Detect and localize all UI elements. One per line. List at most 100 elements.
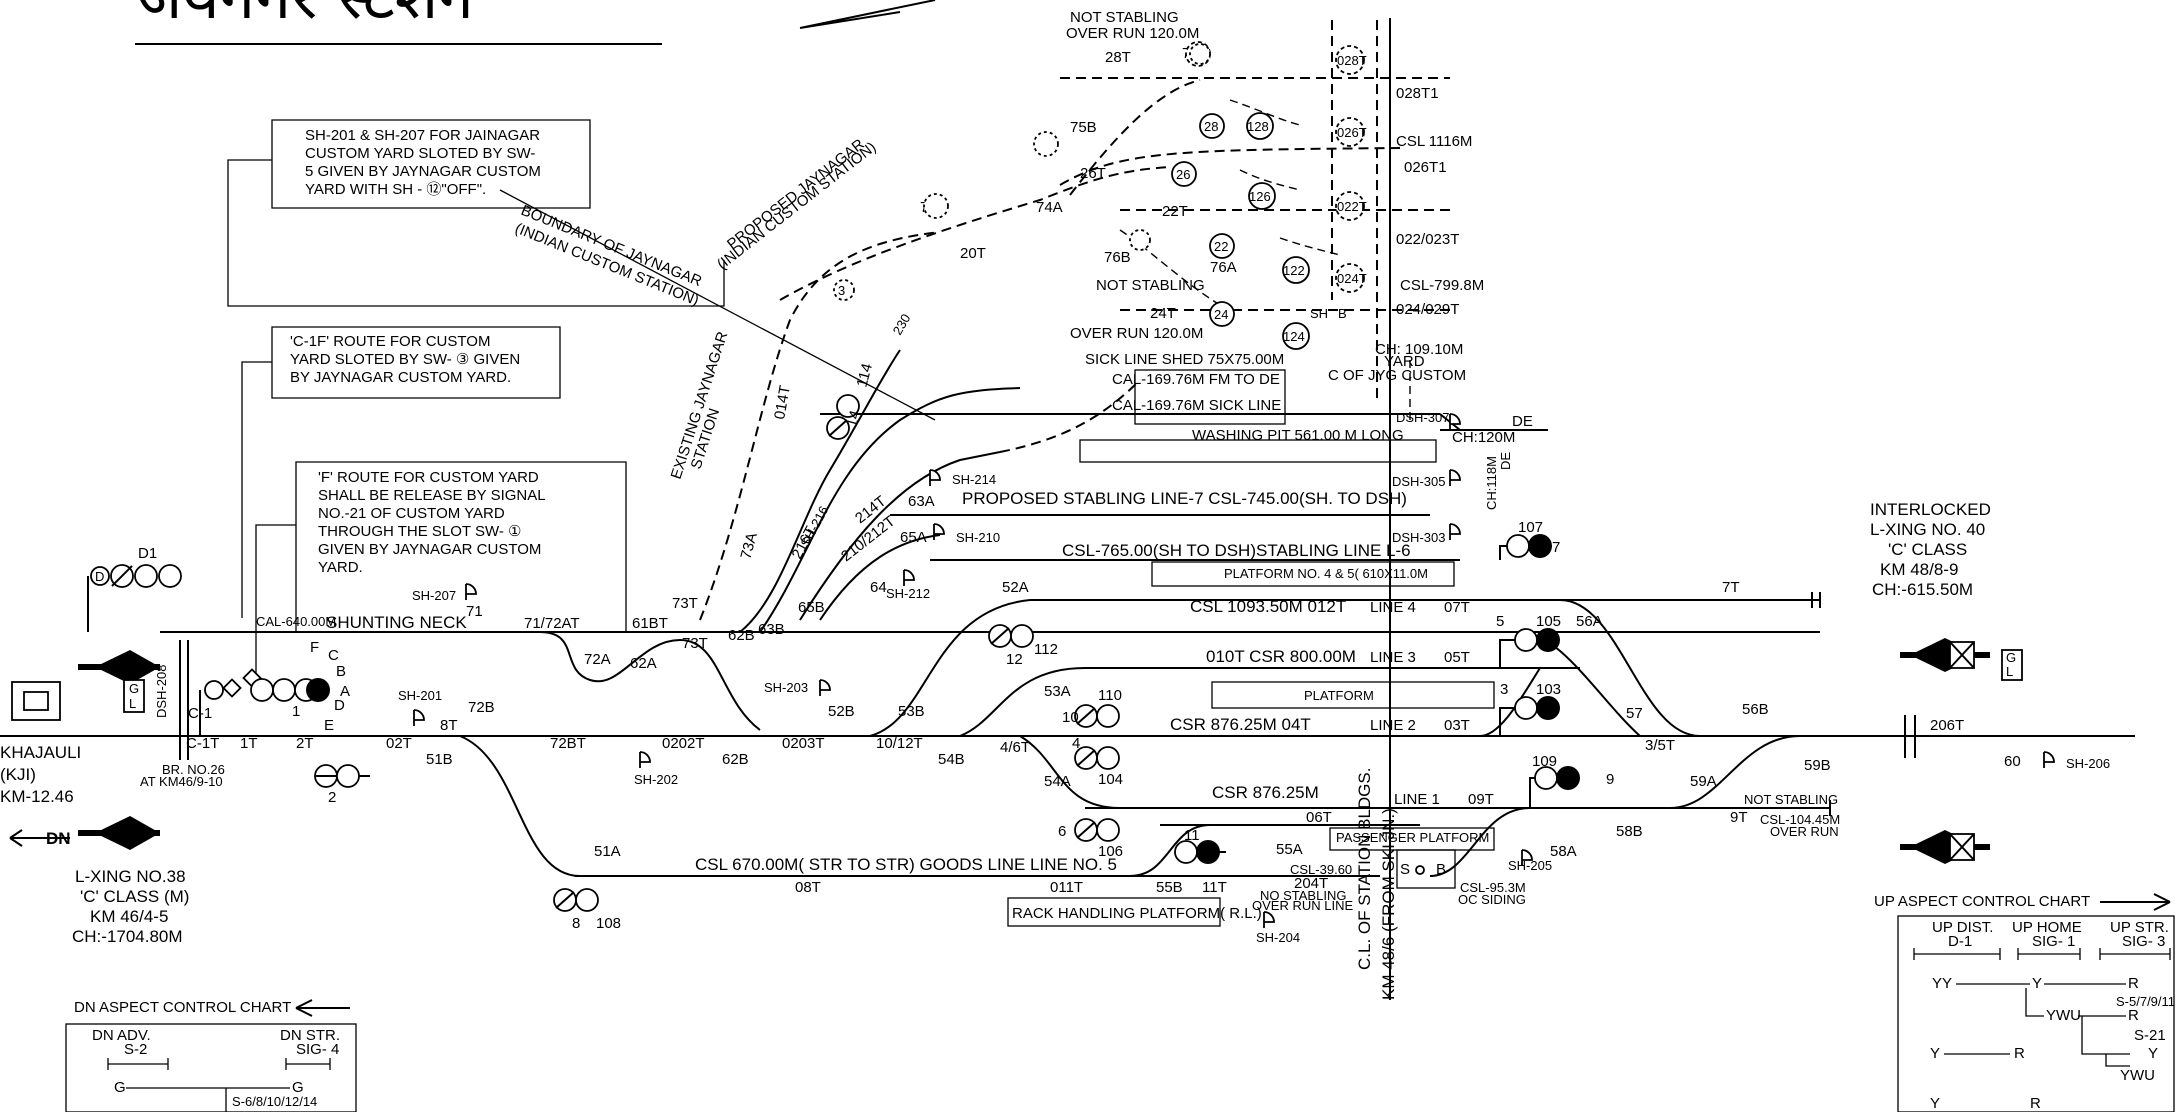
svg-text:5: 5 [1496,613,1504,630]
svg-text:8T: 8T [440,717,458,734]
svg-text:6: 6 [1058,823,1066,840]
svg-text:24: 24 [1214,307,1228,322]
svg-text:24T: 24T [1150,305,1176,322]
svg-text:71: 71 [466,603,483,620]
svg-text:022T: 022T [1337,199,1367,214]
svg-text:Y: Y [2032,975,2042,992]
svg-text:KM 48/6 (FROM SKI JN.): KM 48/6 (FROM SKI JN.) [1379,808,1398,1000]
svg-text:PROPOSED STABLING LINE-7 CSL: PROPOSED STABLING LINE-7 CSL-745.00(SH. … [962,489,1407,508]
signal-1: C-1 1 F C B A D E [188,639,350,736]
svg-text:SIG- 3: SIG- 3 [2122,933,2165,950]
svg-text:WASHING PIT 561.00 M LONG: WASHING PIT 561.00 M LONG [1192,427,1404,444]
svg-text:CH:118M: CH:118M [1484,456,1499,510]
dn-aspect-chart: DN ASPECT CONTROL CHART DN ADV. S-2 DN S… [65,999,357,1112]
signal-2: 2 [314,764,370,806]
svg-text:'C' CLASS: 'C' CLASS [1888,540,1967,559]
svg-text:L-XING NO.38: L-XING NO.38 [75,867,186,886]
svg-text:LINE 1: LINE 1 [1394,791,1440,808]
svg-text:61BT: 61BT [632,615,668,632]
svg-text:72B: 72B [468,699,495,716]
svg-text:SH-201 & SH-207 FOR JAINAGAR: SH-201 & SH-207 FOR JAINAGAR [305,127,540,144]
svg-text:0202T: 0202T [662,735,705,752]
svg-text:62B: 62B [728,627,755,644]
signal-4: 4 104 [1072,735,1123,788]
signal-9: 9 109 [1529,753,1614,808]
signal-5: 5 105 [1496,613,1561,668]
svg-text:C.L. OF STATION BLDGS.: C.L. OF STATION BLDGS. [1355,768,1374,970]
svg-text:9T: 9T [1730,809,1748,826]
svg-text:05T: 05T [1444,649,1470,666]
svg-text:NOT STABLING: NOT STABLING [1744,792,1838,807]
svg-text:SH-210: SH-210 [956,530,1000,545]
svg-text:65A: 65A [900,529,927,546]
svg-text:G: G [114,1079,126,1096]
svg-text:024T: 024T [1337,271,1367,286]
shunt-signals: SH-201 SH-202 SH-203 SH-204 SH-205 SH-20… [154,311,2110,945]
svg-text:KM 48/8-9: KM 48/8-9 [1880,560,1958,579]
svg-text:SH-202: SH-202 [634,772,678,787]
svg-text:PASSENGER PLATFORM: PASSENGER PLATFORM [1336,830,1489,845]
svg-text:1T: 1T [240,735,258,752]
svg-text:112: 112 [1034,641,1058,658]
up-aspect-chart: UP ASPECT CONTROL CHART UP DIST. D-1 UP … [1874,893,2175,1112]
svg-text:12: 12 [1006,651,1023,668]
note-box-1: SH-201 & SH-207 FOR JAINAGAR CUSTOM YARD… [227,119,725,307]
svg-text:126: 126 [1249,189,1271,204]
svg-text:124: 124 [1283,329,1305,344]
svg-text:R: R [2030,1095,2041,1112]
svg-text:3: 3 [1500,681,1508,698]
svg-text:RACK HANDLING PLATFORM( R.L.): RACK HANDLING PLATFORM( R.L.) [1012,905,1262,922]
svg-text:SH-206: SH-206 [2066,756,2110,771]
svg-text:DN ADV.: DN ADV. [92,1027,151,1044]
svg-text:20T: 20T [960,245,986,262]
svg-text:22T: 22T [1162,203,1188,220]
svg-text:51A: 51A [594,843,621,860]
svg-text:114: 114 [853,362,876,390]
svg-text:CUSTOM YARD SLOTED BY SW-: CUSTOM YARD SLOTED BY SW- [305,145,535,162]
svg-text:54A: 54A [1044,773,1071,790]
svg-text:KHAJAULI: KHAJAULI [0,743,81,762]
svg-text:DE: DE [1512,413,1533,430]
svg-text:105: 105 [1536,613,1561,630]
svg-text:YARD.: YARD. [318,559,363,576]
svg-text:UP HOME: UP HOME [2012,919,2082,936]
svg-text:L-XING NO. 40: L-XING NO. 40 [1870,520,1985,539]
svg-text:28T: 28T [1105,49,1131,66]
svg-text:104: 104 [1098,771,1123,788]
svg-text:DN STR.: DN STR. [280,1027,340,1044]
signal-10: 10 110 [1062,687,1122,728]
svg-text:53A: 53A [1044,683,1071,700]
svg-text:S-6/8/10/12/14: S-6/8/10/12/14 [232,1094,317,1109]
station-title: जयनगर स्टेशन [135,0,475,34]
svg-text:NO STABLING: NO STABLING [1260,888,1346,903]
svg-text:1: 1 [292,703,300,720]
svg-text:59B: 59B [1804,757,1831,774]
svg-text:NOT STABLING: NOT STABLING [1070,9,1179,26]
signal-7: 7 107 [1499,519,1560,560]
svg-text:B: B [1338,306,1347,321]
svg-text:3: 3 [838,283,845,298]
svg-text:76B: 76B [1104,249,1131,266]
svg-text:75B: 75B [1070,119,1097,136]
svg-text:L: L [2006,664,2013,679]
svg-text:UP DIST.: UP DIST. [1932,919,1993,936]
station-building: S B [1400,861,1446,878]
svg-text:UP STR.: UP STR. [2110,919,2169,936]
svg-text:CSL 1093.50M 012T: CSL 1093.50M 012T [1190,597,1346,616]
svg-text:22: 22 [1214,239,1228,254]
svg-text:CSL-39.60: CSL-39.60 [1290,862,1352,877]
svg-text:08T: 08T [795,879,821,896]
svg-text:D: D [334,697,345,714]
svg-text:14: 14 [843,409,864,430]
svg-text:KM-12.46: KM-12.46 [0,787,74,806]
svg-text:CSL-799.8M: CSL-799.8M [1400,277,1484,294]
svg-text:230: 230 [890,311,914,337]
svg-text:DSH-305: DSH-305 [1392,474,1445,489]
svg-text:THROUGH THE SLOT SW- ①: THROUGH THE SLOT SW- ① [318,523,521,540]
svg-text:LINE 4: LINE 4 [1370,599,1416,616]
svg-text:011T: 011T [1050,879,1083,896]
svg-text:3/5T: 3/5T [1645,737,1675,754]
svg-text:73A: 73A [737,531,760,561]
svg-text:KM 46/4-5: KM 46/4-5 [90,907,168,926]
